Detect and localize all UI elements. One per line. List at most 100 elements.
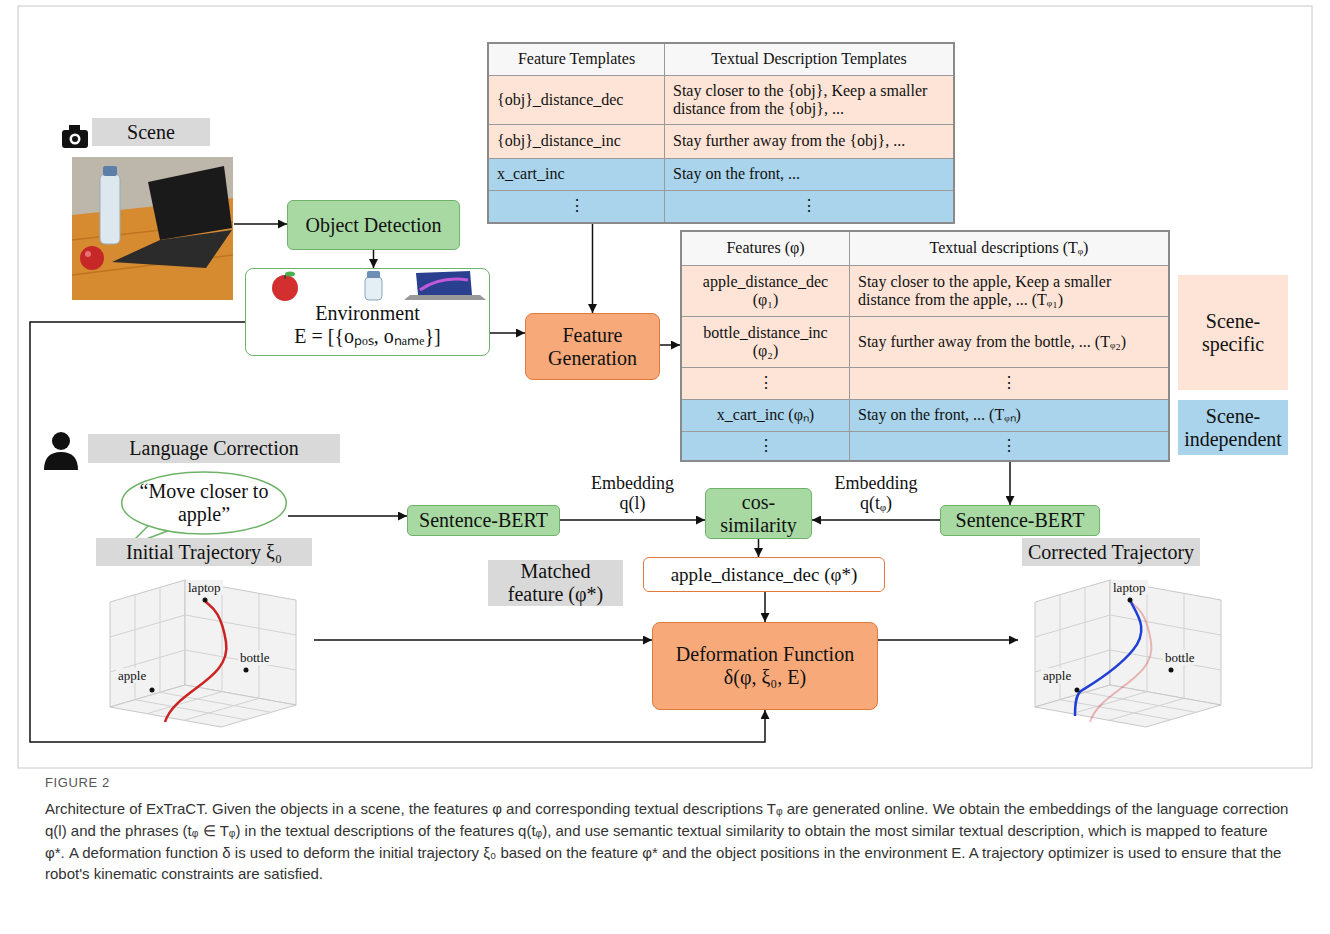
process-box: Deformation Functionδ(φ, ξ₀, E) bbox=[652, 622, 878, 710]
laptop-base-icon bbox=[404, 295, 486, 300]
table-cell: apple_distance_dec (φ₁) bbox=[682, 266, 850, 317]
panel-heading: Initial Trajectory ξ₀ bbox=[96, 538, 312, 566]
connector-arrow bbox=[878, 639, 1018, 641]
process-box: cos-similarity bbox=[705, 488, 812, 539]
object-point bbox=[1075, 688, 1080, 693]
connector-arrow bbox=[314, 639, 652, 641]
node-text: Scene-specific bbox=[1184, 310, 1282, 356]
photo-apple bbox=[80, 246, 104, 270]
apple-icon bbox=[272, 275, 298, 301]
node-text: Deformation Function bbox=[676, 643, 854, 666]
table-cell: ⋮ bbox=[682, 432, 850, 460]
process-box: Sentence-BERT bbox=[407, 505, 560, 536]
photo-laptop-screen bbox=[148, 166, 232, 240]
apple-stem bbox=[284, 275, 286, 279]
initial-trajectory-curve bbox=[165, 600, 226, 722]
camera-lens bbox=[72, 136, 78, 142]
connector-arrow bbox=[660, 344, 680, 346]
photo-wall bbox=[72, 157, 233, 300]
corrected-trajectory-plot bbox=[1035, 580, 1221, 727]
process-box: Feature Generation bbox=[525, 313, 660, 380]
person-body bbox=[44, 452, 78, 470]
corrected-trajectory-curve bbox=[1075, 600, 1141, 716]
figure-number: FIGURE 2 bbox=[45, 776, 110, 791]
initial-trajectory-plot bbox=[110, 580, 296, 727]
connector-arrow bbox=[764, 592, 766, 622]
node-text: δ(φ, ξ₀, E) bbox=[724, 666, 806, 689]
table-cell: Stay on the front, ... bbox=[665, 159, 953, 191]
node-text: Language Correction bbox=[129, 437, 298, 460]
table-header-cell: Textual descriptions (Tᵩ) bbox=[850, 232, 1168, 266]
bottle-cap-icon bbox=[367, 271, 380, 278]
object-point bbox=[203, 598, 208, 603]
speech-bubble-ellipse bbox=[122, 472, 287, 534]
laptop-wallpaper bbox=[420, 279, 468, 290]
connector-arrow bbox=[812, 519, 940, 521]
connector-arrow bbox=[592, 224, 594, 313]
object-label: bottle bbox=[1163, 650, 1197, 665]
table-cell: {obj}_distance_inc bbox=[489, 125, 665, 159]
matched-feature-box: apple_distance_dec (φ*) bbox=[643, 557, 885, 592]
node-text: Feature Generation bbox=[532, 324, 653, 370]
connector-arrow bbox=[1009, 462, 1011, 505]
table-cell: Stay closer to the {obj}, Keep a smaller… bbox=[665, 76, 953, 125]
object-point bbox=[1169, 668, 1174, 673]
table-header-cell: Textual Description Templates bbox=[665, 44, 953, 76]
photo-apple-shine bbox=[85, 251, 91, 257]
figure-caption: Architecture of ExTraCT. Given the objec… bbox=[45, 798, 1290, 885]
node-text: Environment bbox=[315, 302, 419, 325]
edge-label: Embedding q(l) bbox=[581, 474, 685, 514]
table-cell: Stay on the front, ... (Tᵩₙ) bbox=[850, 400, 1168, 432]
speech-bubble: “Move closer to apple” bbox=[120, 470, 288, 536]
object-point bbox=[244, 668, 249, 673]
connector-arrow bbox=[758, 539, 760, 557]
table-cell: Stay closer to the apple, Keep a smaller… bbox=[850, 266, 1168, 317]
environment-box: EnvironmentE = [{oₚₒₛ, oₙₐₘₑ}] bbox=[245, 268, 490, 356]
person-icon bbox=[44, 432, 78, 470]
apple-leaf bbox=[285, 272, 295, 277]
table-cell: x_cart_inc (φₙ) bbox=[682, 400, 850, 432]
camera-icon bbox=[62, 125, 88, 148]
plot-wall bbox=[1110, 580, 1221, 705]
scope-box: Scene-independent bbox=[1178, 400, 1288, 455]
photo-bottle-cap bbox=[103, 166, 117, 176]
object-label: bottle bbox=[238, 650, 272, 665]
object-point bbox=[150, 688, 155, 693]
node-text: Sentence-BERT bbox=[419, 509, 548, 532]
node-text: Object Detection bbox=[305, 214, 441, 237]
scene-photo bbox=[72, 157, 233, 300]
table-cell: ⋮ bbox=[682, 368, 850, 400]
process-box: Sentence-BERT bbox=[940, 505, 1100, 536]
node-text: “Move closer to apple” bbox=[138, 480, 270, 526]
scene-panel: Scene bbox=[58, 118, 234, 304]
node-text: Sentence-BERT bbox=[956, 509, 1085, 532]
table-cell: Stay further away from the bottle, ... (… bbox=[850, 317, 1168, 368]
environment-icons bbox=[272, 271, 486, 301]
object-label: laptop bbox=[186, 580, 223, 595]
table-cell: x_cart_inc bbox=[489, 159, 665, 191]
plot-grid bbox=[110, 587, 296, 721]
trajectory-panel: Corrected Trajectory bbox=[1018, 538, 1220, 735]
section-label: Matched feature (φ*) bbox=[488, 560, 623, 606]
object-label: laptop bbox=[1111, 580, 1148, 595]
table-cell: ⋮ bbox=[850, 368, 1168, 400]
figure-frame bbox=[18, 6, 1312, 768]
table-header-cell: Features (φ) bbox=[682, 232, 850, 266]
connector-arrow bbox=[490, 332, 525, 334]
table-cell: bottle_distance_inc (φ₂) bbox=[682, 317, 850, 368]
panel-heading: Scene bbox=[92, 118, 210, 146]
connector-arrow bbox=[234, 223, 287, 225]
camera-top bbox=[69, 125, 80, 131]
table-cell: {obj}_distance_dec bbox=[489, 76, 665, 125]
panel-heading: Corrected Trajectory bbox=[1022, 538, 1200, 566]
bottle-icon bbox=[365, 277, 382, 300]
edge-label: Embedding q(tᵩ) bbox=[824, 474, 928, 514]
table-header-cell: Feature Templates bbox=[489, 44, 665, 76]
camera-body bbox=[62, 130, 88, 148]
table-cell: Stay further away from the {obj}, ... bbox=[665, 125, 953, 159]
node-text: Scene-independent bbox=[1184, 405, 1282, 451]
table-cell: ⋮ bbox=[850, 432, 1168, 460]
person-head bbox=[52, 432, 70, 450]
photo-laptop-base bbox=[112, 230, 232, 268]
table-cell: ⋮ bbox=[489, 191, 665, 222]
